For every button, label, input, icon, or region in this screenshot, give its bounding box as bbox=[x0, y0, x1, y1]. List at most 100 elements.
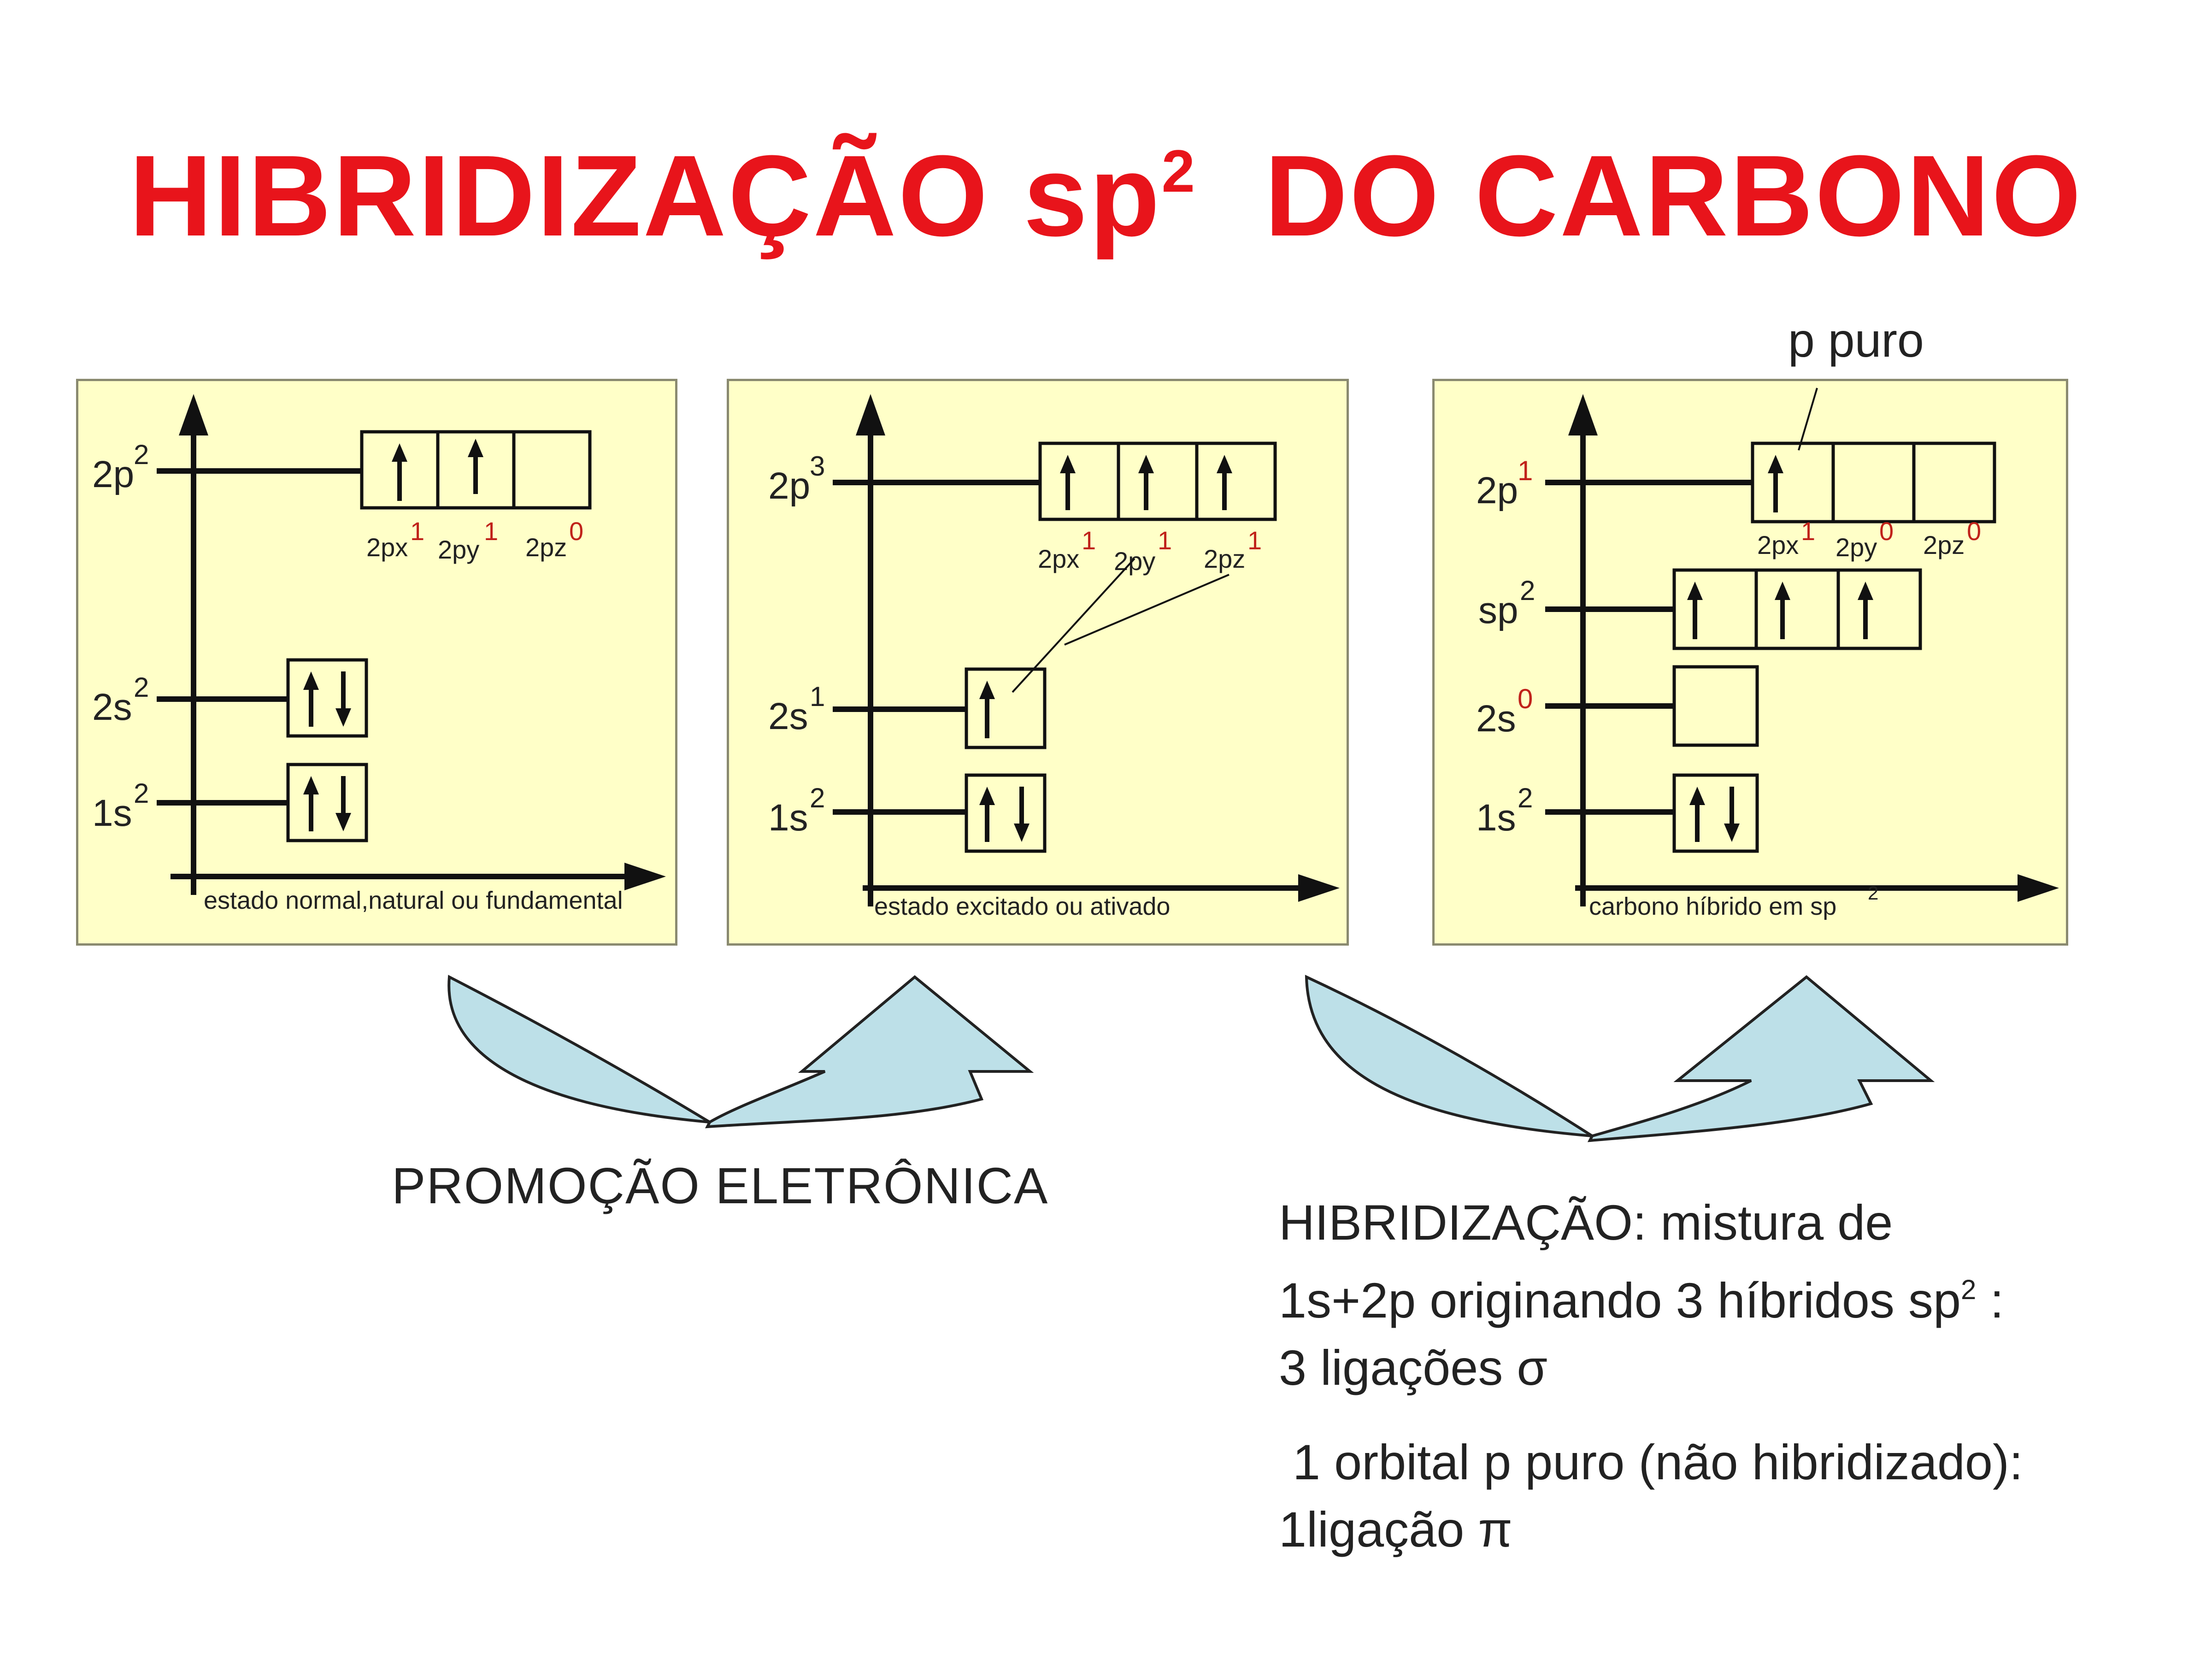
orbital-exp-2py: 0 bbox=[1879, 517, 1894, 546]
level-label-1s: 1s bbox=[1476, 797, 1516, 839]
orbital-label-2px: 2px bbox=[1757, 530, 1799, 559]
electron-down-arrow bbox=[335, 776, 351, 831]
excited-state-diagram: 2p 3 2s 1 1s 2 2px 1 2py 1 2pz 1 estado … bbox=[768, 394, 1340, 920]
pure-p-pointer bbox=[1798, 388, 1818, 451]
panel-hybridized: 2p 1 sp 2 2s 0 1s 2 2px 1 2py 0 2pz 0 bbox=[1432, 379, 2068, 946]
state-axis-arrowhead bbox=[1298, 874, 1340, 902]
electron-up-arrow bbox=[979, 787, 995, 842]
curved-arrow-left bbox=[447, 975, 1034, 1129]
orbital-exp-2pz: 0 bbox=[569, 517, 583, 546]
electron-up-arrow bbox=[1775, 582, 1790, 639]
orbital-box-sp2-2 bbox=[1754, 568, 1840, 650]
orbital-box-2pz bbox=[512, 430, 592, 510]
orbital-box-2s bbox=[965, 667, 1047, 749]
hybrid-caption-line2-prefix: 1s+2p originando 3 híbridos sp bbox=[1279, 1272, 1961, 1328]
level-exp-1s: 2 bbox=[134, 778, 149, 809]
orbital-exp-2px: 1 bbox=[1082, 526, 1096, 555]
orbital-box-2s bbox=[286, 658, 368, 738]
level-exp-2s: 1 bbox=[810, 681, 825, 712]
orbital-box-2pz bbox=[1195, 441, 1277, 521]
level-exp-2p: 1 bbox=[1518, 455, 1533, 486]
orbital-box-1s bbox=[1672, 773, 1759, 853]
level-label-1s: 1s bbox=[92, 792, 132, 834]
orbital-box-sp2-1 bbox=[1672, 568, 1758, 650]
orbital-label-2pz: 2pz bbox=[525, 533, 567, 562]
electron-up-arrow bbox=[1217, 455, 1232, 510]
electron-down-arrow bbox=[335, 671, 351, 727]
hybrid-caption-line2-suffix: : bbox=[1976, 1272, 2004, 1328]
electron-up-arrow bbox=[468, 439, 483, 494]
orbital-label-2px: 2px bbox=[1038, 544, 1079, 573]
orbital-exp-2pz: 0 bbox=[1967, 517, 1981, 546]
orbital-box-2px bbox=[1038, 441, 1120, 521]
pure-p-label: p puro bbox=[1788, 314, 1924, 367]
level-label-2p: 2p bbox=[92, 453, 134, 495]
electron-up-arrow bbox=[303, 671, 319, 727]
orbital-label-2py: 2py bbox=[438, 535, 479, 564]
orbital-box-2py bbox=[1831, 441, 1916, 524]
level-label-sp: sp bbox=[1478, 589, 1518, 631]
page-title: HIBRIDIZAÇÃO sp2 DO CARBONO bbox=[0, 138, 2212, 253]
level-exp-1s: 2 bbox=[810, 782, 825, 813]
state-axis-arrowhead bbox=[624, 863, 666, 890]
curved-arrow-right bbox=[1305, 975, 1935, 1142]
electron-up-arrow bbox=[1138, 455, 1154, 510]
title-superscript: 2 bbox=[1161, 137, 1197, 205]
pure-caption-line2: 1ligação π bbox=[1279, 1501, 1512, 1557]
energy-axis-arrowhead bbox=[179, 394, 208, 435]
title-prefix: HIBRIDIZAÇÃO sp bbox=[129, 131, 1162, 260]
level-label-2s: 2s bbox=[1476, 698, 1516, 740]
level-label-2p: 2p bbox=[768, 465, 810, 507]
level-label-2s: 2s bbox=[92, 686, 132, 728]
electron-up-arrow bbox=[392, 443, 407, 501]
level-label-2p: 2p bbox=[1476, 470, 1518, 512]
level-label-1s: 1s bbox=[768, 797, 808, 839]
orbital-box-sp2-3 bbox=[1836, 568, 1922, 650]
hybridization-caption: HIBRIDIZAÇÃO: mistura de 1s+2p originand… bbox=[1279, 1189, 2004, 1401]
hybrid-caption-line1: HIBRIDIZAÇÃO: mistura de bbox=[1279, 1194, 1893, 1250]
ground-state-diagram: 2p 2 2s 2 1s 2 2px 1 2py 1 2pz 0 estado … bbox=[92, 394, 666, 914]
electron-up-arrow bbox=[1689, 787, 1705, 842]
axis-caption-hybrid: carbono híbrido em sp bbox=[1589, 893, 1836, 920]
electron-down-arrow bbox=[1724, 787, 1740, 842]
electron-up-arrow bbox=[1858, 582, 1873, 639]
orbital-exp-2px: 1 bbox=[410, 517, 424, 546]
promotion-line bbox=[1012, 558, 1135, 693]
electron-up-arrow bbox=[1687, 582, 1703, 639]
level-exp-2s: 2 bbox=[134, 672, 149, 703]
pure-orbital-caption: 1 orbital p puro (não hibridizado): 1lig… bbox=[1279, 1429, 2023, 1563]
promotion-line bbox=[1064, 574, 1230, 646]
panel-excited-state: 2p 3 2s 1 1s 2 2px 1 2py 1 2pz 1 estado … bbox=[727, 379, 1349, 946]
orbital-box-1s bbox=[286, 763, 368, 842]
electron-up-arrow bbox=[979, 681, 995, 738]
orbital-label-2py: 2py bbox=[1114, 547, 1155, 576]
pure-caption-line1: 1 orbital p puro (não hibridizado): bbox=[1279, 1434, 2023, 1490]
level-exp-1s: 2 bbox=[1518, 782, 1533, 813]
orbital-label-2px: 2px bbox=[366, 533, 408, 562]
electron-up-arrow bbox=[1768, 455, 1783, 512]
energy-axis-arrowhead bbox=[856, 394, 885, 435]
title-suffix: DO CARBONO bbox=[1196, 131, 2083, 260]
level-label-2s: 2s bbox=[768, 695, 808, 737]
orbital-exp-2px: 1 bbox=[1801, 517, 1815, 546]
energy-axis-arrowhead bbox=[1568, 394, 1598, 435]
level-exp-2p: 2 bbox=[134, 439, 149, 470]
state-axis-arrowhead bbox=[2018, 874, 2059, 902]
level-exp-2s: 0 bbox=[1518, 683, 1533, 714]
panel-ground-state: 2p 2 2s 2 1s 2 2px 1 2py 1 2pz 0 estado … bbox=[76, 379, 677, 946]
hybridized-diagram: 2p 1 sp 2 2s 0 1s 2 2px 1 2py 0 2pz 0 bbox=[1476, 388, 2059, 920]
level-exp-sp: 2 bbox=[1520, 575, 1535, 606]
hybrid-caption-line2: 1s+2p originando 3 híbridos sp2 : bbox=[1279, 1256, 2004, 1334]
electron-up-arrow bbox=[303, 776, 319, 831]
orbital-label-2pz: 2pz bbox=[1204, 544, 1245, 573]
orbital-box-2px bbox=[1751, 441, 1835, 524]
axis-caption-ground: estado normal,natural ou fundamental bbox=[204, 887, 623, 914]
orbital-exp-2py: 1 bbox=[484, 517, 498, 546]
axis-caption-hybrid-exp: 2 bbox=[1868, 882, 1878, 904]
orbital-label-2pz: 2pz bbox=[1923, 530, 1965, 559]
hybrid-caption-line3: 3 ligações σ bbox=[1279, 1340, 1547, 1395]
promotion-caption: PROMOÇÃO ELETRÔNICA bbox=[392, 1158, 1049, 1214]
electron-up-arrow bbox=[1060, 455, 1076, 510]
orbital-box-2py bbox=[1117, 441, 1199, 521]
orbital-box-1s bbox=[965, 773, 1047, 853]
